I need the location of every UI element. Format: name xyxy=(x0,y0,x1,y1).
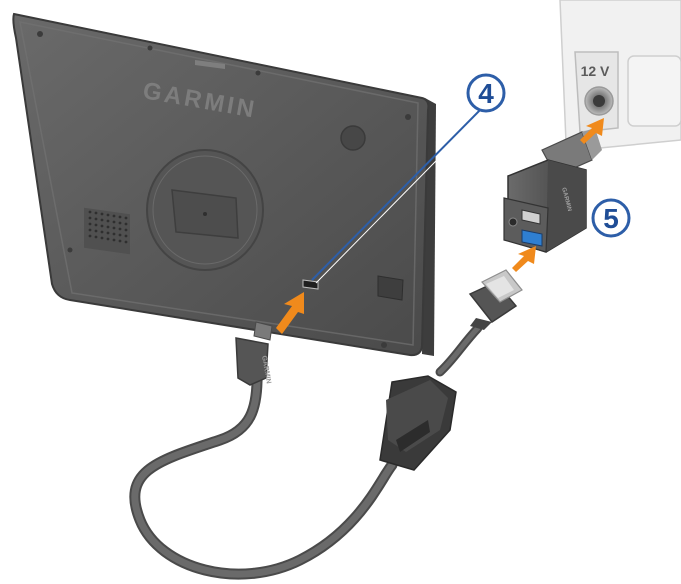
device-port-cover xyxy=(377,275,404,301)
charger-usb-port-top xyxy=(521,209,541,225)
callout-4-number: 4 xyxy=(478,78,494,109)
mount-cradle xyxy=(146,149,264,271)
device-cable-connector: GARMIN xyxy=(235,321,273,386)
navigation-device: GARMIN xyxy=(12,12,436,357)
device-usb-port xyxy=(302,279,319,290)
charger-audio-jack xyxy=(508,217,518,227)
adapter-brand-logo: GARMIN xyxy=(260,355,272,384)
arrow-device-port xyxy=(276,292,304,334)
car-charger: GARMIN xyxy=(503,128,602,253)
traffic-receiver-box xyxy=(379,375,457,471)
power-cable xyxy=(129,323,483,580)
arrow-power-socket xyxy=(580,118,604,144)
charger-usb-port-blue xyxy=(521,229,543,247)
power-socket: 12 V xyxy=(559,0,681,149)
power-socket-label: 12 V xyxy=(581,63,610,79)
usb-plug xyxy=(468,269,523,330)
device-button xyxy=(340,125,366,151)
callout-4: 4 xyxy=(311,73,506,284)
callout-5: 5 xyxy=(591,198,631,238)
callout-5-number: 5 xyxy=(603,203,619,234)
insert-arrows xyxy=(276,118,604,334)
arrow-charger-usb xyxy=(512,246,536,272)
